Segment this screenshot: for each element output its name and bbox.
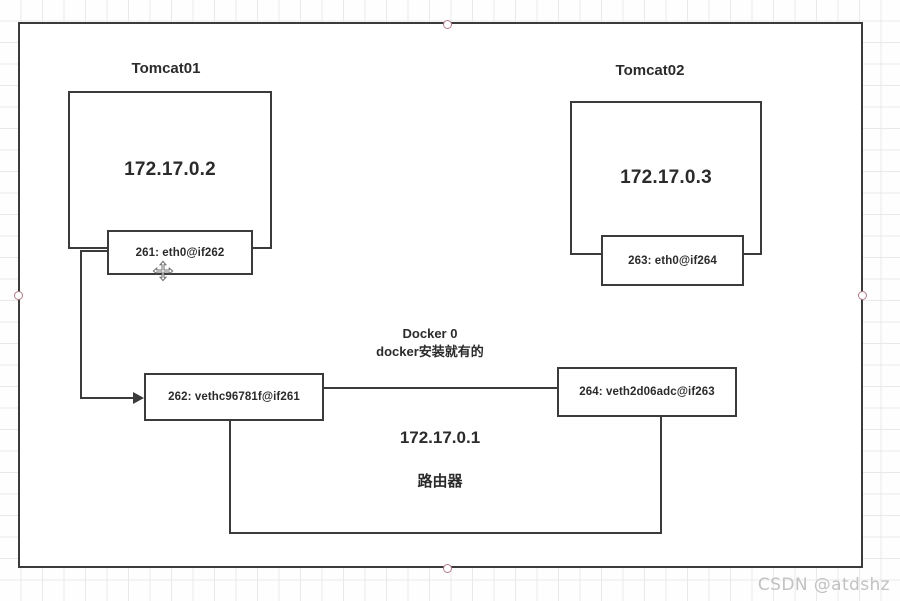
tomcat02-eth0-label: 263: eth0@if264: [628, 254, 717, 267]
conn-eth0-left-seg-h1: [80, 250, 108, 252]
conn-bottom-loop-v-right: [660, 416, 662, 534]
tomcat01-ip-label: 172.17.0.2: [124, 159, 216, 180]
veth-right-box[interactable]: 264: veth2d06adc@if263: [557, 367, 737, 417]
tomcat01-eth0-label: 261: eth0@if262: [135, 246, 225, 259]
resize-handle-right[interactable]: [858, 291, 867, 300]
docker0-bridge-note: docker安装就有的: [376, 344, 484, 359]
docker0-gateway-ip: 172.17.0.1: [399, 428, 481, 447]
conn-bottom-loop-h: [229, 532, 662, 534]
move-cursor-icon: [152, 260, 174, 282]
conn-bridge-horizontal: [323, 387, 558, 389]
conn-eth0-left-arrowhead: [133, 392, 144, 404]
conn-eth0-left-seg-h2: [80, 397, 135, 399]
resize-handle-left[interactable]: [14, 291, 23, 300]
tomcat01-container-box[interactable]: 172.17.0.2: [68, 91, 272, 249]
resize-handle-top[interactable]: [443, 20, 452, 29]
tomcat01-title: Tomcat01: [131, 60, 201, 77]
veth-left-box[interactable]: 262: vethc96781f@if261: [144, 373, 324, 421]
tomcat02-ip-label: 172.17.0.3: [620, 167, 712, 188]
docker0-bridge-name: Docker 0: [402, 326, 458, 341]
tomcat02-eth0-box[interactable]: 263: eth0@if264: [601, 235, 744, 286]
conn-bottom-loop-v-left: [229, 420, 231, 534]
tomcat02-container-box[interactable]: 172.17.0.3: [570, 101, 762, 255]
veth-left-label: 262: vethc96781f@if261: [168, 391, 300, 403]
conn-eth0-left-seg-v: [80, 250, 82, 399]
resize-handle-bottom[interactable]: [443, 564, 452, 573]
docker0-role-label: 路由器: [417, 473, 463, 490]
tomcat02-title: Tomcat02: [615, 62, 685, 79]
csdn-watermark: CSDN @atdshz: [757, 575, 890, 595]
tomcat01-eth0-box[interactable]: 261: eth0@if262: [107, 230, 253, 275]
veth-right-label: 264: veth2d06adc@if263: [579, 386, 715, 398]
